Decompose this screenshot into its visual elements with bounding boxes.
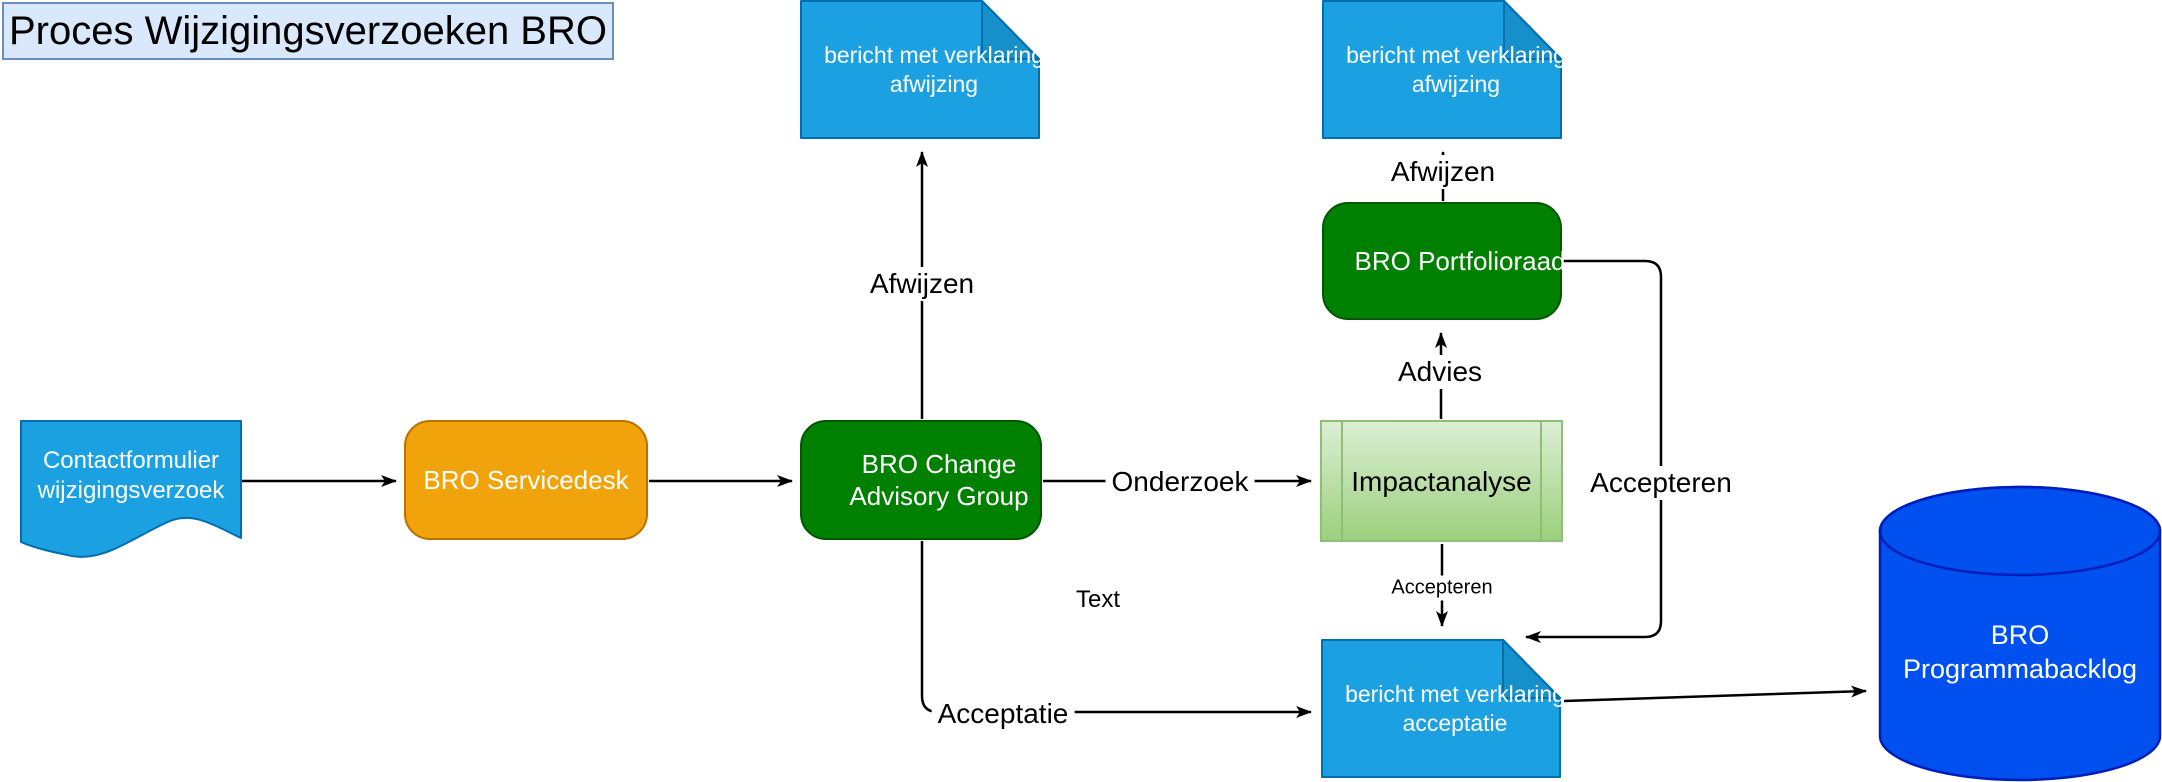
note-shape — [1321, 639, 1561, 778]
node-servicedesk-label: BRO Servicedesk — [423, 464, 629, 495]
document-shape — [20, 420, 242, 558]
edge-label-afwijzen-left[interactable]: Afwijzen — [863, 267, 981, 301]
node-servicedesk[interactable]: BRO Servicedesk — [404, 420, 648, 540]
node-acceptance-note[interactable]: bericht met verklaring acceptatie — [1321, 639, 1565, 779]
node-program-backlog[interactable]: BRO Programmabacklog — [1878, 485, 2162, 782]
floating-text-label[interactable]: Text — [1075, 586, 1121, 613]
edge-label-onderzoek[interactable]: Onderzoek — [1105, 465, 1255, 499]
database-cylinder-shape — [1878, 485, 2162, 782]
edge-label-advies[interactable]: Advies — [1391, 355, 1489, 389]
folded-corner-icon — [1503, 0, 1562, 60]
node-contact-form[interactable]: Contactformulier wijzigingsverzoek — [20, 420, 242, 570]
node-contact-form-label: Contactformulier wijzigingsverzoek — [37, 447, 225, 504]
node-impact-analysis[interactable]: Impactanalyse — [1320, 420, 1563, 542]
node-rejection-note-left-label: bericht met verklaring afwijzing — [824, 42, 1044, 97]
node-change-advisory-group-label: BRO Change Advisory Group — [849, 448, 1029, 512]
process-bar-right — [1540, 422, 1542, 540]
process-bar-left — [1341, 422, 1343, 540]
node-change-advisory-group[interactable]: BRO Change Advisory Group — [800, 420, 1042, 540]
diagram-title-label: Proces Wijzigingsverzoeken BRO — [9, 8, 607, 53]
node-portfolio-board[interactable]: BRO Portfolioraad — [1322, 202, 1565, 320]
diagram-title[interactable]: Proces Wijzigingsverzoeken BRO — [2, 2, 614, 60]
node-rejection-note-left[interactable]: bericht met verklaring afwijzing — [800, 0, 1044, 140]
edge-label-afwijzen-right[interactable]: Afwijzen — [1384, 155, 1502, 189]
edge-label-accepteren-loop[interactable]: Accepteren — [1584, 466, 1738, 500]
edge-label-acceptatie[interactable]: Acceptatie — [931, 697, 1075, 731]
node-program-backlog-label: BRO Programmabacklog — [1902, 620, 2138, 684]
folded-corner-icon — [1502, 639, 1561, 699]
node-impact-analysis-label: Impactanalyse — [1351, 465, 1532, 497]
node-rejection-note-right-label: bericht met verklaring afwijzing — [1346, 42, 1566, 97]
note-shape — [800, 0, 1040, 139]
node-portfolio-board-label: BRO Portfolioraad — [1354, 245, 1566, 276]
edge-cag-acceptatie-down[interactable] — [920, 541, 1312, 718]
node-rejection-note-right[interactable]: bericht met verklaring afwijzing — [1322, 0, 1566, 140]
edge-note-to-backlog[interactable] — [1563, 685, 1867, 703]
edge-portfolio-accepteren-loop[interactable] — [1525, 259, 1663, 643]
note-shape — [1322, 0, 1562, 139]
node-acceptance-note-label: bericht met verklaring acceptatie — [1345, 681, 1565, 736]
edge-label-accepteren-impact[interactable]: Accepteren — [1385, 575, 1499, 601]
folded-corner-icon — [981, 0, 1040, 60]
